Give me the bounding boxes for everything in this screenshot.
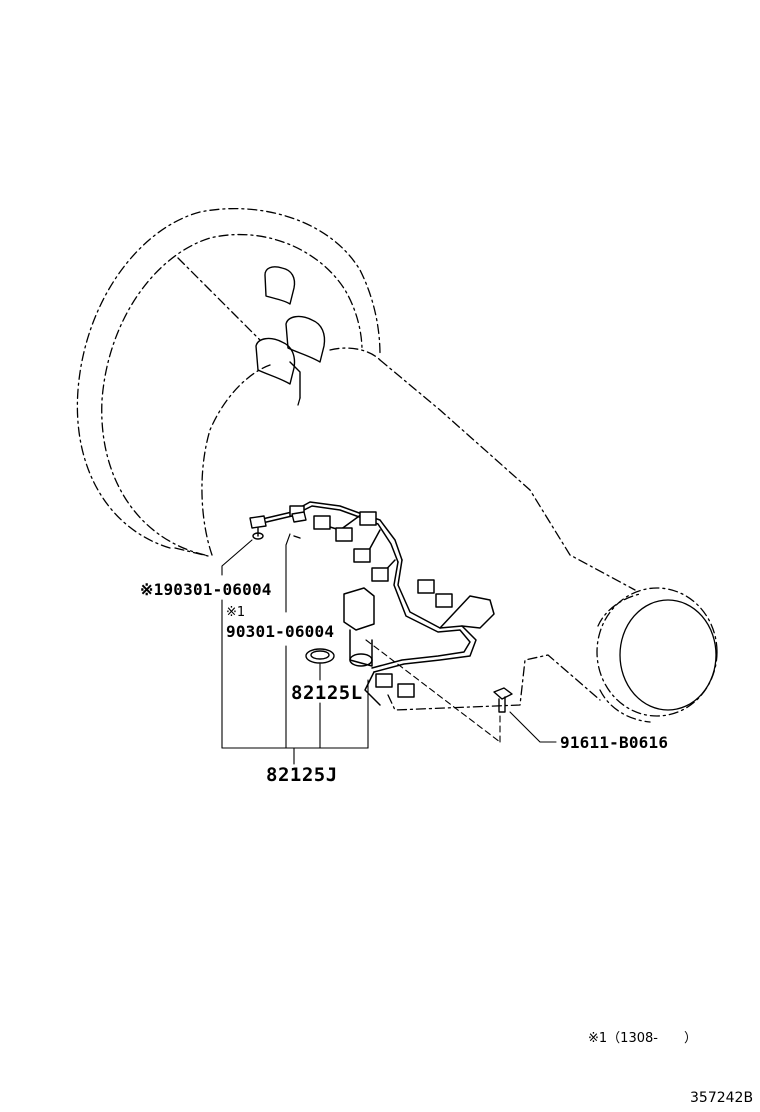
callout-harness-assy: 82125J: [266, 764, 338, 786]
footnote-range: （1308- ）: [607, 1031, 697, 1046]
footnote-mark: ※1: [588, 1031, 608, 1046]
callout-bolt-a: ※190301-06004: [140, 582, 272, 598]
transmission-case-outline: [76, 208, 718, 723]
callout-clamp-bolt: 91611-B0616: [560, 733, 669, 752]
clamp-bolt-icon: [493, 687, 513, 713]
wire-harness: [257, 501, 495, 706]
part-number: 90301-06004: [163, 580, 272, 599]
diagram-reference: 357242B: [690, 1090, 754, 1106]
leader-lines: [221, 533, 557, 765]
callout-bolt-b: 90301-06004: [226, 622, 335, 641]
bolt-icon: [249, 511, 307, 540]
o-ring-icon: [305, 648, 335, 664]
footnote: ※1（1308- ）: [588, 1032, 697, 1045]
upper-connector-group: [255, 266, 326, 399]
callout-bolt-b-mark: ※1: [226, 605, 246, 620]
callout-o-ring: 82125L: [291, 682, 363, 704]
note-mark: ※1: [140, 580, 164, 599]
